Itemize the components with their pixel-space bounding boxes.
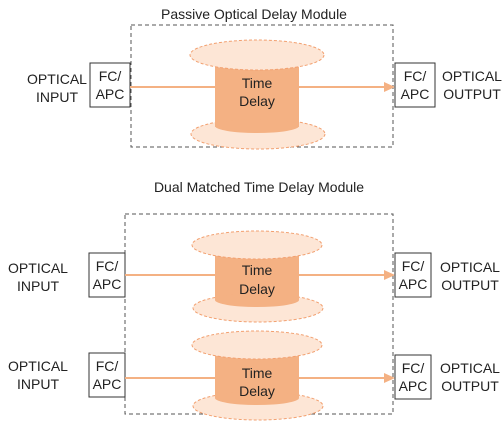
module2-ch1-arrow-head — [384, 270, 395, 280]
module2-ch1-output-label-line2: OUTPUT — [441, 277, 499, 293]
module1-output-connector-line1: FC/ — [404, 68, 427, 84]
module2-ch1-input-label-line1: OPTICAL — [8, 260, 68, 276]
module2-ch1-spool — [191, 230, 324, 323]
module1-spool-top-flange — [189, 39, 325, 71]
module1-input-connector-line1: FC/ — [99, 68, 122, 84]
module2-ch1-input-label-line2: INPUT — [17, 278, 59, 294]
module1-spool-label-line1: Time — [242, 75, 273, 91]
module2-ch2-input-label-line1: OPTICAL — [8, 358, 68, 374]
module2-ch2-output-label-line1: OPTICAL — [440, 360, 500, 376]
module1-spool-core-bottom — [215, 119, 299, 133]
module2-ch2-spool — [191, 330, 324, 421]
module2-ch1-output-label-line1: OPTICAL — [440, 259, 500, 275]
module2-ch1-spool-label-line1: Time — [242, 262, 273, 278]
module1-output-connector-line2: APC — [401, 86, 430, 102]
module1-output-label-line1: OPTICAL — [442, 68, 502, 84]
module2-ch2-input-connector-line2: APC — [93, 376, 122, 392]
module2-ch2-spool-core-bottom — [215, 391, 299, 405]
module2-ch1-spool-core-bottom — [215, 293, 299, 307]
module1-input-connector-line2: APC — [96, 86, 125, 102]
module2-ch2-input-connector — [88, 352, 126, 398]
module1-output-label-line2: OUTPUT — [443, 86, 501, 102]
module1-arrow-head — [384, 82, 395, 92]
module1-input-label-line1: OPTICAL — [27, 71, 87, 87]
module2-ch1-spool-label-line2: Delay — [239, 281, 275, 297]
module2-ch1-output-connector-line2: APC — [399, 276, 428, 292]
module1-input-label-line2: INPUT — [36, 89, 78, 105]
module1-spool — [189, 39, 326, 150]
module2-ch2-spool-top-flange — [191, 330, 323, 360]
module1-spool-label-line2: Delay — [239, 93, 275, 109]
module2-ch2-spool-label-line1: Time — [242, 365, 273, 381]
module2-ch1-spool-top-flange — [191, 230, 323, 260]
module1-output-connector — [394, 62, 436, 108]
module2-ch2-output-connector — [394, 354, 432, 400]
module2-ch2-spool-label-line2: Delay — [239, 383, 275, 399]
module2-ch2-input-connector-line1: FC/ — [96, 358, 119, 374]
module2-ch1-input-connector-line1: FC/ — [96, 258, 119, 274]
module2-title: Dual Matched Time Delay Module — [154, 179, 364, 195]
module2-ch2-output-connector-line2: APC — [399, 378, 428, 394]
module2-ch2-arrow-head — [384, 373, 395, 383]
module2-ch2-output-label-line2: OUTPUT — [441, 378, 499, 394]
module2-ch1-input-connector-line2: APC — [93, 276, 122, 292]
module2-ch1-output-connector-line1: FC/ — [402, 258, 425, 274]
module1-title: Passive Optical Delay Module — [161, 6, 347, 22]
module2-ch2-input-label-line2: INPUT — [17, 376, 59, 392]
module2-ch2-output-connector-line1: FC/ — [402, 360, 425, 376]
module1-input-connector — [89, 62, 131, 108]
module2-ch1-output-connector — [394, 252, 432, 298]
